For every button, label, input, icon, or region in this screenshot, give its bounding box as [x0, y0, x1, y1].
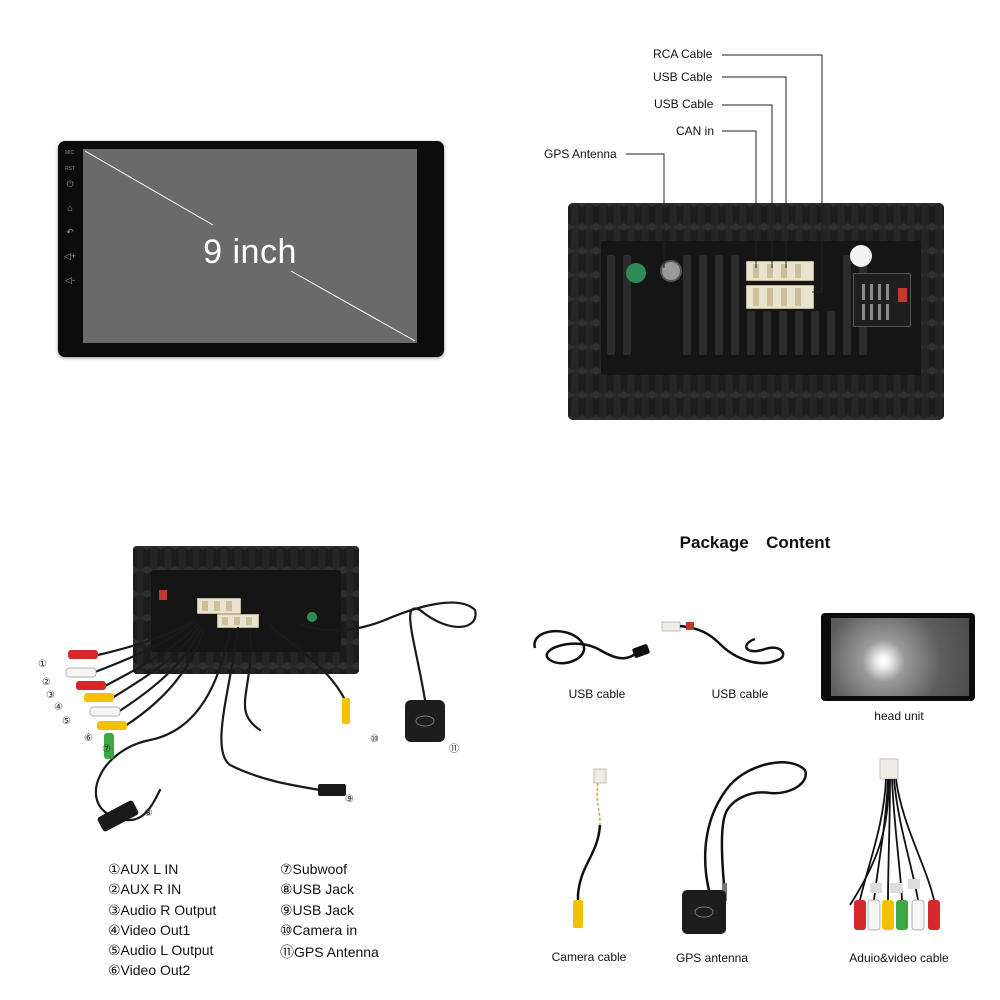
gps-antenna-label: GPS antenna — [675, 951, 749, 965]
usb-cable-label-1: USB cable — [568, 687, 626, 701]
package-content-title: Package Content — [679, 533, 831, 552]
usb-cable-image-2 — [661, 621, 785, 665]
legend-audio-l-output: ⑤Audio L Output — [108, 942, 214, 958]
usb-cable-callout-1: USB Cable — [653, 70, 713, 84]
legend-usb-jack-2: ⑨USB Jack — [280, 902, 355, 918]
usb-cable-label-2: USB cable — [711, 687, 769, 701]
head-unit-label: head unit — [874, 709, 924, 723]
power-icon: ⏻ — [66, 179, 74, 189]
legend-usb-jack-1: ⑧USB Jack — [280, 881, 355, 897]
rca-plugs — [65, 650, 127, 759]
marker-5: ⑤ — [62, 716, 71, 727]
av-cable-image — [849, 758, 940, 931]
legend-subwoof: ⑦Subwoof — [280, 861, 348, 877]
legend-aux-l-in: ①AUX L IN — [108, 861, 179, 877]
diagonal-measure-lines — [84, 150, 416, 342]
head-unit-image — [821, 613, 975, 701]
legend-camera-in: ⑩Camera in — [280, 922, 358, 938]
volume-up-icon: ◁+ — [64, 251, 77, 261]
gps-antenna-image — [682, 761, 807, 934]
camera-cable-label: Camera cable — [551, 950, 627, 964]
marker-7: ⑦ — [102, 744, 111, 755]
marker-4: ④ — [54, 702, 63, 713]
legend-video-out2: ⑥Video Out2 — [108, 962, 191, 978]
white-cap — [850, 245, 872, 267]
legend-gps-antenna: ⑪GPS Antenna — [280, 944, 379, 960]
usb-cable-callout-2: USB Cable — [654, 97, 714, 111]
usb-connector — [746, 261, 814, 281]
screen-size-label: 9 inch — [203, 233, 297, 271]
rst-label: RST — [65, 166, 75, 172]
rca-cable-callout: RCA Cable — [653, 47, 713, 61]
wiring-cables — [65, 601, 477, 832]
gps-antenna-callout: GPS Antenna — [544, 147, 617, 161]
fuse — [898, 288, 907, 302]
marker-3: ③ — [46, 690, 55, 701]
marker-8: ⑧ — [144, 808, 153, 819]
screen: 9 inch — [83, 149, 417, 343]
callout-lines — [626, 54, 823, 293]
green-port — [626, 263, 646, 283]
usb-cable-image-1 — [533, 629, 650, 665]
legend-video-out1: ④Video Out1 — [108, 922, 191, 938]
marker-9: ⑨ — [345, 794, 354, 805]
head-unit-front-image: MIC RST ⏻ ⌂ ↶ ◁+ ◁- 9 inch — [58, 141, 444, 357]
legend-audio-r-output: ③Audio R Output — [108, 902, 217, 918]
marker-6: ⑥ — [84, 733, 93, 744]
home-icon: ⌂ — [67, 203, 73, 213]
mic-label: MIC — [65, 150, 75, 156]
gps-antenna-port — [660, 260, 682, 282]
marker-2: ② — [42, 677, 51, 688]
marker-10: ⑩ — [370, 734, 379, 745]
back-icon: ↶ — [66, 227, 74, 237]
can-in-callout: CAN in — [676, 124, 715, 138]
marker-1: ① — [38, 659, 47, 670]
volume-down-icon: ◁- — [65, 275, 75, 285]
camera-cable-image — [573, 768, 607, 928]
av-cable-label: Aduio&video cable — [849, 951, 949, 965]
wiring-unit-image — [133, 546, 359, 674]
legend-aux-r-in: ②AUX R IN — [108, 881, 182, 897]
marker-11: ⑪ — [449, 744, 459, 755]
rca-connector — [746, 285, 814, 309]
